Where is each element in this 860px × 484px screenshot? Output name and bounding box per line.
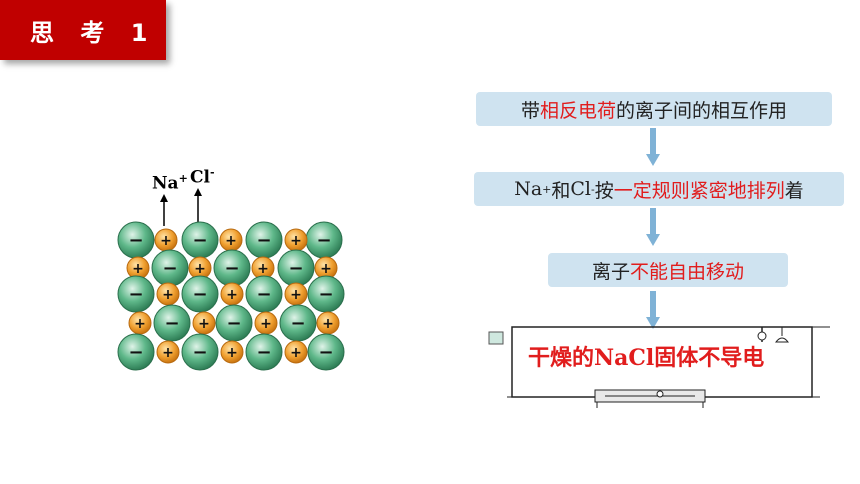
svg-text:−: − [162, 258, 177, 279]
battery-icon [488, 331, 504, 345]
sodium-ion: + [192, 311, 216, 335]
svg-text:+: + [290, 345, 302, 361]
svg-text:−: − [164, 313, 179, 334]
cl-label: Cl- [190, 166, 215, 188]
svg-text:−: − [318, 284, 333, 305]
title-badge: 思 考 1 [0, 0, 166, 60]
chloride-ion: − [245, 333, 283, 371]
svg-text:−: − [290, 313, 305, 334]
svg-text:+: + [226, 287, 238, 303]
flow-arrow-3 [646, 291, 660, 329]
svg-text:+: + [132, 261, 144, 277]
sodium-ion: + [284, 228, 308, 252]
chloride-ion: − [215, 304, 253, 342]
svg-text:+: + [225, 233, 237, 249]
result-text: 干燥的NaCl固体不导电 [528, 345, 765, 371]
sodium-ion: + [314, 256, 338, 280]
svg-text:+: + [320, 261, 332, 277]
na-label: Na+ [152, 172, 188, 194]
chloride-ion: − [181, 275, 219, 313]
lamp-icon [774, 337, 790, 343]
sodium-ion: + [316, 311, 340, 335]
svg-text:+: + [322, 316, 334, 332]
chloride-ion: − [117, 333, 155, 371]
svg-text:−: − [256, 342, 271, 363]
chloride-ion: − [305, 221, 343, 259]
bulb-icon [757, 331, 767, 341]
svg-text:+: + [226, 345, 238, 361]
sodium-ion: + [284, 340, 308, 364]
chloride-ion: − [181, 221, 219, 259]
chloride-ion: − [245, 275, 283, 313]
sodium-ion: + [154, 228, 178, 252]
svg-text:+: + [162, 345, 174, 361]
svg-text:+: + [194, 261, 206, 277]
svg-text:−: − [226, 313, 241, 334]
chloride-ion: − [117, 221, 155, 259]
svg-text:−: − [192, 284, 207, 305]
sodium-ion: + [156, 340, 180, 364]
svg-text:+: + [198, 316, 210, 332]
circuit-diagram [488, 326, 830, 408]
sodium-ion: + [284, 282, 308, 306]
svg-text:−: − [256, 284, 271, 305]
chloride-ion: − [151, 249, 189, 287]
chloride-ion: − [153, 304, 191, 342]
svg-text:−: − [192, 230, 207, 251]
sodium-ion: + [220, 282, 244, 306]
svg-text:+: + [134, 316, 146, 332]
flow-box-3: 离子不能自由移动 [548, 253, 788, 287]
svg-text:−: − [192, 342, 207, 363]
flow-arrow-2 [646, 208, 660, 246]
sodium-ion: + [254, 311, 278, 335]
chloride-ion: − [307, 275, 345, 313]
title-text: 思 考 1 [30, 18, 157, 47]
svg-text:+: + [260, 316, 272, 332]
chloride-ion: − [277, 249, 315, 287]
svg-text:−: − [128, 230, 143, 251]
chloride-ion: − [279, 304, 317, 342]
svg-text:−: − [128, 342, 143, 363]
svg-text:+: + [257, 261, 269, 277]
sodium-ion: + [220, 340, 244, 364]
svg-text:−: − [256, 230, 271, 251]
svg-text:+: + [162, 287, 174, 303]
svg-text:+: + [290, 287, 302, 303]
svg-text:+: + [160, 233, 172, 249]
sodium-ion: + [251, 256, 275, 280]
svg-text:+: + [290, 233, 302, 249]
sodium-ion: + [219, 228, 243, 252]
sodium-ion: + [128, 311, 152, 335]
svg-text:−: − [224, 258, 239, 279]
chloride-ion: − [117, 275, 155, 313]
svg-text:−: − [128, 284, 143, 305]
svg-text:−: − [288, 258, 303, 279]
svg-text:−: − [318, 342, 333, 363]
chloride-ion: − [213, 249, 251, 287]
flow-arrow-1 [646, 128, 660, 166]
sodium-ion: + [156, 282, 180, 306]
nacl-lattice: Na+ Cl- −−−−+++−−−++++−−−−+++−−−++++−−−−… [100, 160, 360, 380]
svg-text:−: − [316, 230, 331, 251]
chloride-ion: − [181, 333, 219, 371]
flow-box-1: 带相反电荷的离子间的相互作用 [476, 92, 832, 126]
chloride-ion: − [245, 221, 283, 259]
chloride-ion: − [307, 333, 345, 371]
lattice-graphic: −−−−+++−−−++++−−−−+++−−−++++−−−−+++ [117, 188, 345, 371]
